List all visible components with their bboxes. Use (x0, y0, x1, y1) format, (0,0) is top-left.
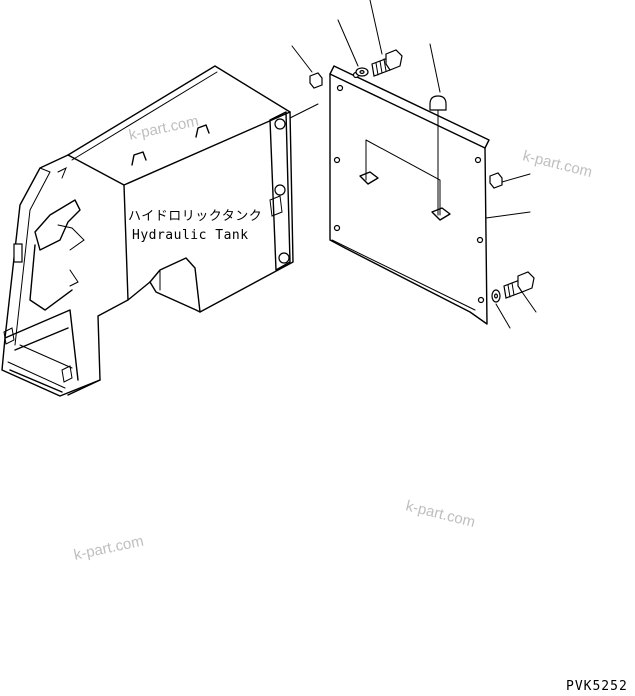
bolt-head (385, 49, 403, 71)
bolt-leader (369, 0, 383, 55)
tank-right-flange (269, 111, 291, 271)
rubber-cushion (429, 95, 447, 111)
plate-clip (431, 207, 451, 221)
tank-label-japanese: ハイドロリックタンク (128, 209, 262, 224)
bolt-hole (474, 156, 482, 164)
hydraulic-tank-cover (1, 65, 319, 397)
flange-bolt (274, 118, 286, 130)
plate-leader (485, 211, 531, 219)
nut (309, 72, 323, 89)
bolt-hole (476, 236, 484, 244)
tank-clip (195, 124, 210, 138)
washer-leader (495, 303, 511, 329)
nut (489, 172, 503, 189)
tank-bottom-opening (4, 309, 79, 393)
bolt-hole (477, 296, 485, 304)
flange-bolt (274, 184, 286, 196)
washer-hole (359, 69, 365, 74)
lock-rod (29, 244, 73, 311)
watermarks: k-part.com k-part.com k-part.com k-part.… (72, 113, 594, 564)
bolt-hole (333, 156, 341, 164)
tank-left-face (1, 154, 101, 397)
watermark: k-part.com (404, 497, 477, 531)
side-plate-assembly (329, 65, 490, 325)
watermark: k-part.com (72, 533, 145, 564)
watermark: k-part.com (521, 147, 594, 181)
bolt-hole (333, 224, 341, 232)
washer-hole (494, 293, 499, 299)
corner-block (3, 327, 73, 383)
nut-leader (291, 45, 313, 73)
leader-line (289, 103, 319, 119)
tank-step (149, 281, 201, 313)
tank-front-face (67, 184, 151, 396)
drawing-code: PVK5252 (566, 679, 628, 694)
tank-left-inner (14, 167, 51, 346)
lock-plate (13, 243, 23, 263)
washer-leader (337, 19, 359, 67)
nut-leader (501, 173, 531, 183)
bolt-thread (507, 282, 515, 298)
side-plate-edge (331, 239, 476, 311)
tank-label: ハイドロリックタンク Hydraulic Tank (128, 209, 262, 243)
tank-label-english: Hydraulic Tank (132, 228, 249, 243)
bolt-thread (375, 58, 387, 76)
lock-bracket (57, 224, 85, 251)
lock-handle (34, 199, 81, 251)
bolt-leader (521, 291, 537, 313)
bolt-head (517, 271, 535, 293)
latch (57, 166, 79, 287)
hardware (291, 0, 537, 329)
flange-slot (269, 195, 283, 217)
flange-bolt (278, 252, 290, 264)
cushion-leader (429, 43, 441, 93)
tank-clip (131, 151, 147, 166)
bolt-hole (336, 84, 344, 92)
plate-clip (359, 171, 379, 185)
tank-bottom-rail (7, 344, 73, 389)
watermark: k-part.com (127, 113, 200, 144)
side-plate (329, 73, 488, 325)
side-plate-top-lip (329, 65, 490, 149)
